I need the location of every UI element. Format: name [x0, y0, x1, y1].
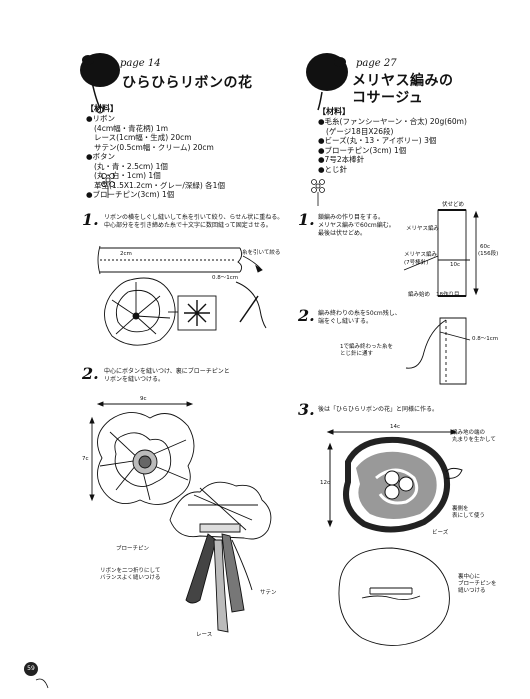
material-item: ●ビーズ(丸・13・アイボリー) 3個: [318, 136, 437, 145]
knit-strip-sewing-diagram: [405, 317, 471, 385]
step-text-line: 鎖編みの作り目をする。: [318, 214, 385, 221]
label-height-7c: 7c: [82, 456, 89, 462]
ribbon-strip-diagram: [97, 245, 263, 275]
label-width-14c: 14c: [390, 424, 401, 430]
flower-doodle-right: [311, 179, 325, 206]
flower-doodle-left: [101, 173, 115, 198]
material-item: ●7号2本棒針: [318, 155, 365, 164]
label-line: バランスよく縫いつける: [100, 575, 161, 581]
label-knit-side: メリヤス編み: [406, 226, 440, 232]
label-width-9c: 9c: [140, 396, 147, 402]
label-pull-thread: 糸を引いて絞る: [242, 250, 281, 256]
step-text-line: 編み終わりの糸を50cm残し、: [318, 310, 401, 317]
flower-with-button-diagram: [89, 401, 195, 505]
label-fold-ribbon: リボンを二つ折りにして バランスよく縫いつける: [100, 568, 160, 582]
label-line: ブローチピンを: [458, 581, 497, 587]
label-bind-off: 伏せどめ: [442, 202, 465, 208]
label-line: 編み地の端の: [452, 430, 486, 436]
right-step3-text: 後は「ひらひらリボンの花」と同様に作る。: [318, 406, 439, 413]
label-lace: レース: [196, 632, 213, 638]
corsage-back-diagram: [338, 547, 450, 646]
right-title-line1: メリヤス編みの: [352, 73, 454, 89]
spiral-flower-diagram: [104, 277, 267, 346]
right-materials-list: ●毛糸(ファンシーヤーン・合太) 20g(60m) (ゲージ18目X26段) ●…: [318, 117, 467, 174]
material-item: ●ブローチピン(3cm) 1個: [86, 190, 175, 199]
step-text-line: リボンを縫いつける。: [104, 376, 165, 383]
left-title: ひらひらリボンの花: [122, 75, 253, 91]
label-knit-stitch: メリヤス編み: [404, 252, 438, 258]
label-edge-curl: 編み地の端の 丸まりを生かして: [452, 430, 496, 444]
label-satin: サテン: [260, 590, 277, 596]
label-line: 丸まりを生かして: [452, 437, 496, 443]
right-step2-number: 2.: [298, 306, 315, 325]
material-item: レース(1cm幅・生成) 20cm: [94, 133, 192, 142]
right-step1-text: 鎖編みの作り目をする。 メリヤス編みで60cm編む。 最後は伏せどめ。: [318, 214, 395, 238]
right-page-label: page 27: [356, 58, 397, 69]
material-item: (丸・白・1cm) 1個: [94, 171, 161, 180]
label-reverse-side: 裏側を 表にして使う: [452, 506, 485, 520]
left-step2-number: 2.: [82, 364, 99, 383]
label-10c: 10c: [450, 262, 461, 268]
step-text-line: 端をぐし縫いする。: [318, 318, 373, 325]
left-ink-blot: [80, 53, 120, 114]
label-line: 表にして使う: [452, 513, 485, 519]
knit-strip-diagram: [403, 209, 479, 297]
material-item: ●とじ針: [318, 164, 348, 174]
material-item: (4cm幅・青花柄) 1m: [94, 123, 169, 133]
label-2cm: 2cm: [120, 251, 132, 257]
label-line: 1で編み終わった糸を: [340, 344, 393, 350]
material-item: (丸・青・2.5cm) 1個: [94, 161, 168, 171]
right-step2-text: 編み終わりの糸を50cm残し、 端をぐし縫いする。: [318, 310, 401, 326]
material-item: ●ブローチピン(3cm) 1個: [318, 145, 407, 155]
step-text-line: 中心部分をを引き締めた糸で十文字に数回縫って固定させる。: [104, 222, 272, 229]
left-step2-text: 中心にボタンを縫いつけ、裏にブローチピンと リボンを縫いつける。: [104, 368, 230, 384]
label-spacing: 0.8〜1cm: [212, 275, 239, 281]
right-materials-header: 【材料】: [318, 107, 350, 116]
label-thread-needle: 1で編み終わった糸を とじ針に通す: [340, 344, 393, 358]
material-item: (ゲージ18目X26段): [326, 126, 394, 136]
material-item: ●毛糸(ファンシーヤーン・合太) 20g(60m): [318, 117, 467, 126]
label-pin-back: 裏中心に ブローチピンを 縫いつける: [458, 574, 497, 595]
label-156-rows: (156段): [478, 251, 499, 257]
left-materials-header: 【材料】: [86, 104, 118, 113]
label-line: リボンを二つ折りにして: [100, 568, 161, 574]
page-number: 59: [24, 662, 38, 676]
corner-flower: [35, 678, 49, 689]
left-page-label: page 14: [120, 58, 161, 69]
label-cast-on-start: 編み始め: [408, 292, 431, 298]
material-item: 革型(1.5X1.2cm・グレー/深緑) 各1個: [94, 180, 225, 190]
label-line: 裏中心に: [458, 574, 481, 580]
label-line: 縫いつける: [458, 588, 486, 594]
right-step1-number: 1.: [298, 210, 315, 229]
left-materials-list: ●リボン (4cm幅・青花柄) 1m レース(1cm幅・生成) 20cm サテン…: [86, 114, 225, 200]
label-18-stitches: 18作り目: [436, 292, 460, 298]
brooch-back-diagram: [169, 481, 272, 633]
right-title-line2: コサージュ: [352, 90, 424, 106]
step-text-line: リボンの横をしぐし縫いして糸を引いて絞り、らせん状に重ねる。: [104, 214, 284, 221]
label-height-12c: 12c: [320, 480, 331, 486]
right-ink-blot: [306, 53, 348, 111]
label-beads: ビーズ: [432, 530, 449, 536]
step-text-line: メリヤス編みで60cm編む。: [318, 222, 395, 229]
left-step1-number: 1.: [82, 210, 99, 229]
left-step1-text: リボンの横をしぐし縫いして糸を引いて絞り、らせん状に重ねる。 中心部分をを引き締…: [104, 214, 283, 230]
label-brooch-pin: ブローチピン: [116, 546, 150, 552]
label-line: とじ針に通す: [340, 351, 374, 357]
right-step3-number: 3.: [298, 400, 315, 419]
step-text-line: 最後は伏せどめ。: [318, 230, 367, 237]
label-60c: 60c: [480, 244, 491, 250]
label-line: 裏側を: [452, 506, 469, 512]
label-spacing-right: 0.8〜1cm: [472, 336, 499, 342]
material-item: ●リボン: [86, 114, 116, 123]
material-item: サテン(0.5cm幅・クリーム) 20cm: [94, 142, 214, 152]
label-needle: (7号棒針): [404, 260, 429, 266]
spiral-corsage-diagram: [326, 429, 463, 533]
step-text-line: 中心にボタンを縫いつけ、裏にブローチピンと: [104, 368, 230, 375]
material-item: ●ボタン: [86, 152, 116, 161]
